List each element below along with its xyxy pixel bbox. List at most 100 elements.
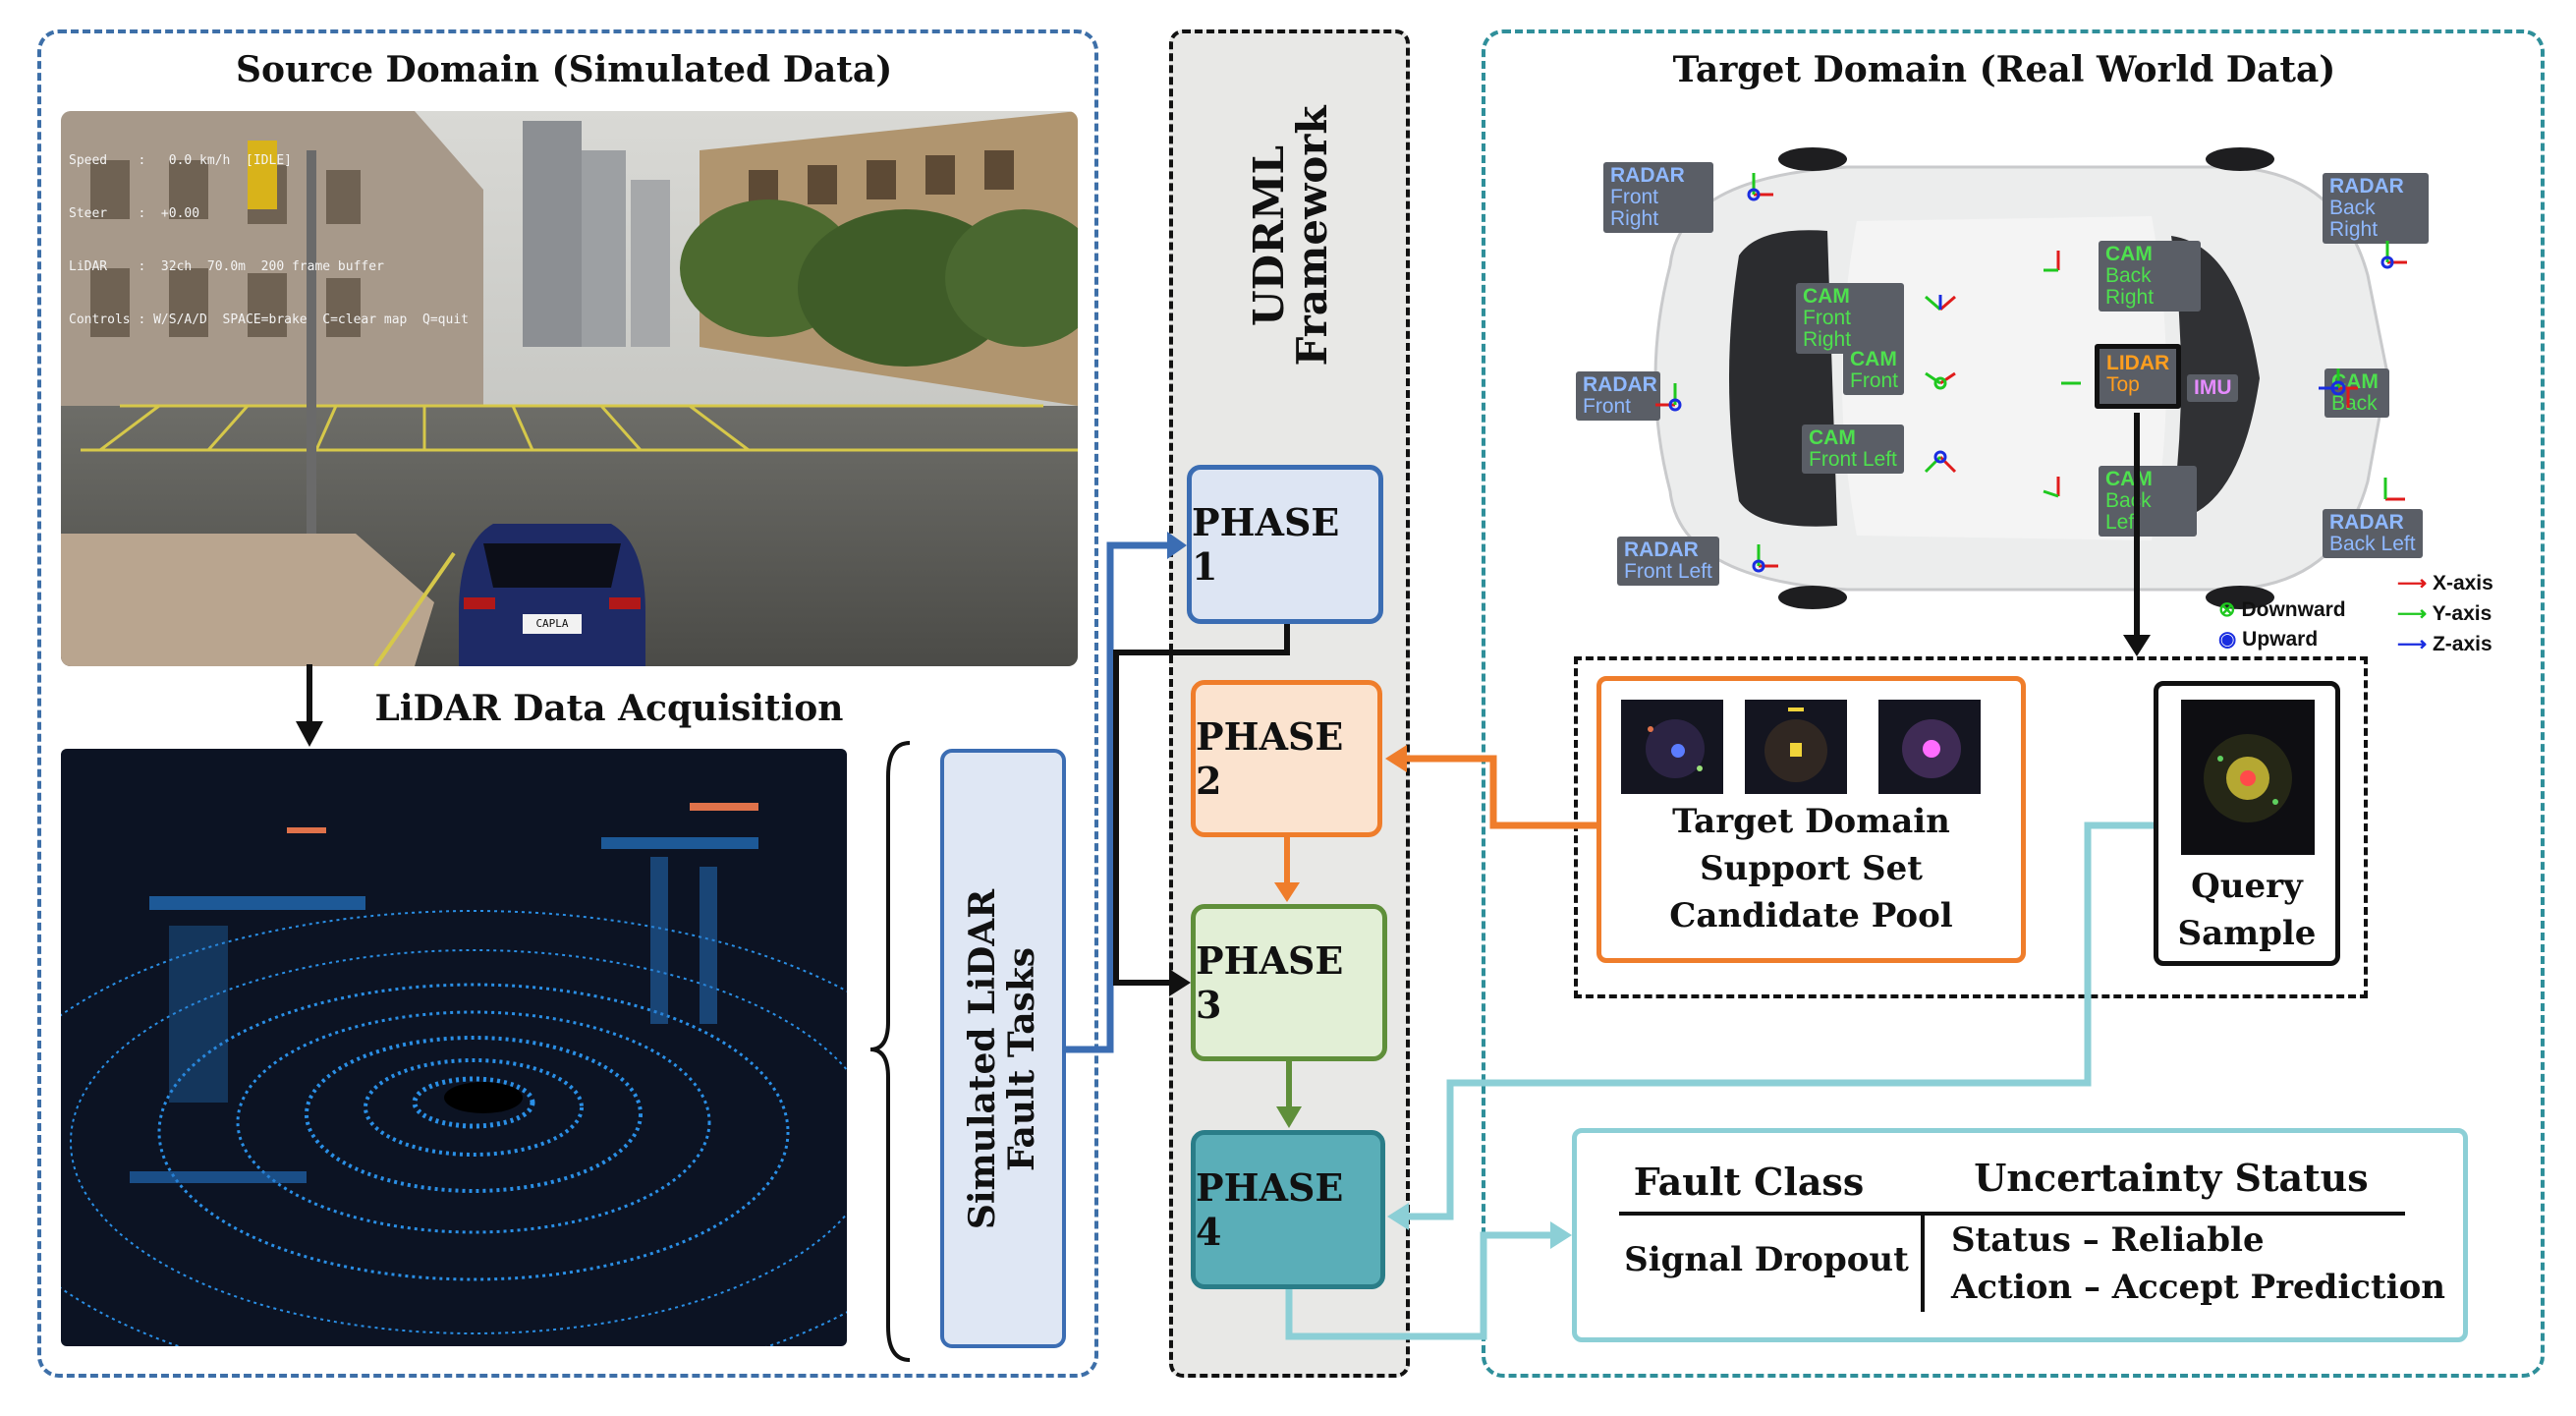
sensor-label-type: CAM: [2105, 468, 2153, 490]
sensor-label-position: Front Right: [1610, 186, 1659, 230]
sensor-label-position: Front Right: [1803, 307, 1852, 351]
legend-upward-label: Upward: [2242, 628, 2319, 651]
lidar-point-cloud: [61, 749, 847, 1346]
legend-downward: ⊗ Downward: [2218, 595, 2346, 625]
sim-license-plate: CAPLA: [535, 617, 569, 630]
support-set-line-2: Support Set: [1700, 849, 1923, 888]
axis-legend: ⟶ X-axis ⟶ Y-axis ⟶ Z-axis: [2397, 568, 2493, 659]
sensor-label-position: Front: [1850, 369, 1899, 392]
sensor-label-type: LIDAR: [2106, 352, 2170, 374]
axis-marker-cam-back-left: [2043, 477, 2060, 498]
query-sample-image: [2181, 700, 2315, 855]
x-axis-arrow-icon: ⟶: [2397, 572, 2428, 595]
sensor-label-type: RADAR: [1624, 538, 1699, 561]
sim-hud: Speed : 0.0 km/h [IDLE] Steer : +0.00 Li…: [69, 117, 469, 365]
sensor-label-position: Front Left: [1809, 448, 1897, 471]
phase-1-box: PHASE 1: [1187, 465, 1383, 624]
legend-downward-label: Downward: [2241, 598, 2346, 621]
sensor-radar-front-right: RADAR Front Right: [1603, 162, 1713, 233]
arrowhead-phase-4-teal: [1387, 1203, 1409, 1230]
z-axis-arrow-icon: ⟶: [2397, 633, 2428, 655]
downward-icon: ⊗: [2218, 598, 2236, 621]
sensor-label-position: Top: [2106, 373, 2140, 396]
legend-x-axis-label: X-axis: [2432, 572, 2493, 595]
sensor-cam-back-right: CAM Back Right: [2099, 241, 2201, 312]
output-fault-class: Signal Dropout: [1624, 1240, 1909, 1279]
output-col1-header: Fault Class: [1633, 1160, 1865, 1204]
sensor-axis-markers: [1655, 173, 2407, 573]
lidar-acquisition-label: LiDAR Data Acquisition: [374, 688, 844, 729]
connector-query-to-phase-4: [1407, 821, 2154, 1220]
support-set-line-3: Candidate Pool: [1669, 896, 1953, 935]
arrowhead-output: [1550, 1221, 1572, 1249]
phase-2-box: PHASE 2: [1191, 680, 1382, 837]
legend-upward: ◉ Upward: [2218, 625, 2346, 654]
sensor-cam-front-left: CAM Front Left: [1802, 425, 1904, 474]
sensor-label-type: RADAR: [2329, 511, 2404, 534]
output-col2-header: Uncertainty Status: [1974, 1156, 2369, 1200]
sensor-cam-front-right: CAM Front Right: [1796, 283, 1904, 354]
axis-marker-cam-back-right: [2044, 251, 2060, 272]
sensor-label-type: RADAR: [1583, 373, 1657, 396]
query-sample-label: Query Sample: [2156, 863, 2337, 957]
output-action: Action – Accept Prediction: [1951, 1268, 2446, 1307]
sensor-label-position: Back Right: [2329, 197, 2379, 241]
simulated-fault-tasks-box: [940, 749, 1066, 1348]
point-cloud-render: [61, 803, 847, 1346]
sensor-radar-front-left: RADAR Front Left: [1617, 537, 1719, 586]
arrowhead-phase-1: [1167, 532, 1187, 559]
legend-z-axis-label: Z-axis: [2432, 633, 2492, 655]
query-line-1: Query: [2191, 867, 2303, 906]
sim-car: [459, 524, 645, 666]
sensor-label-position: Back Left: [2105, 489, 2152, 534]
acquisition-arrow: [296, 664, 323, 747]
connector-support-set-to-phase-2: [1405, 755, 1596, 829]
sensor-label-position: Back Left: [2329, 533, 2416, 555]
arrowhead-phase-3-orange: [1274, 882, 1300, 902]
connector-phase-4-to-output: [1285, 1231, 1552, 1340]
direction-legend: ⊗ Downward ◉ Upward: [2218, 595, 2346, 654]
support-sample-1: [1621, 700, 1723, 794]
phase-4-box: PHASE 4: [1191, 1130, 1385, 1289]
hud-lidar: LiDAR : 32ch 70.0m 200 frame buffer: [69, 259, 384, 274]
sensor-radar-front: RADAR Front: [1576, 371, 1660, 421]
axis-marker-cam-front: [1925, 371, 1956, 390]
legend-z-axis: ⟶ Z-axis: [2397, 629, 2493, 659]
axis-marker-radar-front-right: [1747, 173, 1773, 201]
hud-controls: Controls : W/S/A/D SPACE=brake C=clear m…: [69, 312, 469, 327]
arrowhead-query: [2123, 635, 2151, 656]
sensor-cam-back-left: CAM Back Left: [2099, 466, 2197, 537]
sensor-label-type: RADAR: [1610, 164, 1685, 187]
sensor-label-position: Front: [1583, 395, 1632, 418]
query-point-cloud: [2204, 734, 2292, 822]
axis-marker-radar-front-left: [1752, 544, 1778, 573]
sensor-radar-back-right: RADAR Back Right: [2323, 173, 2429, 244]
sensor-label-position: Back Right: [2105, 264, 2155, 309]
sensor-label-position: Front Left: [1624, 560, 1712, 583]
hud-speed: Speed : 0.0 km/h [IDLE]: [69, 153, 292, 168]
city-scene: [61, 111, 1078, 666]
output-box: [1572, 1128, 2468, 1342]
axis-marker-radar-back-left: [2383, 478, 2405, 501]
sensor-label-type: IMU: [2194, 376, 2232, 399]
support-sample-1-image: [1646, 719, 1705, 778]
support-set-line-1: Target Domain: [1672, 802, 1950, 841]
sensor-imu: IMU: [2187, 374, 2238, 402]
axis-marker-radar-front: [1655, 383, 1682, 412]
support-sample-3: [1878, 700, 1981, 794]
simulator-screenshot: Speed : 0.0 km/h [IDLE] Steer : +0.00 Li…: [61, 111, 1078, 666]
support-sample-2: [1745, 700, 1847, 794]
legend-y-axis: ⟶ Y-axis: [2397, 598, 2493, 629]
support-sample-2-image: [1764, 708, 1827, 782]
target-domain-panel: [1482, 29, 2545, 1378]
grouping-brace: [869, 741, 911, 1362]
target-domain-title: Target Domain (Real World Data): [1672, 49, 2336, 90]
output-column-rule: [1921, 1214, 1925, 1312]
sensor-cam-front: CAM Front: [1843, 346, 1904, 395]
source-domain-panel: [37, 29, 1098, 1378]
arrowhead-phase-3-black: [1169, 969, 1191, 996]
sensor-label-type: CAM: [2105, 243, 2153, 265]
support-set-box: [1596, 676, 2026, 963]
